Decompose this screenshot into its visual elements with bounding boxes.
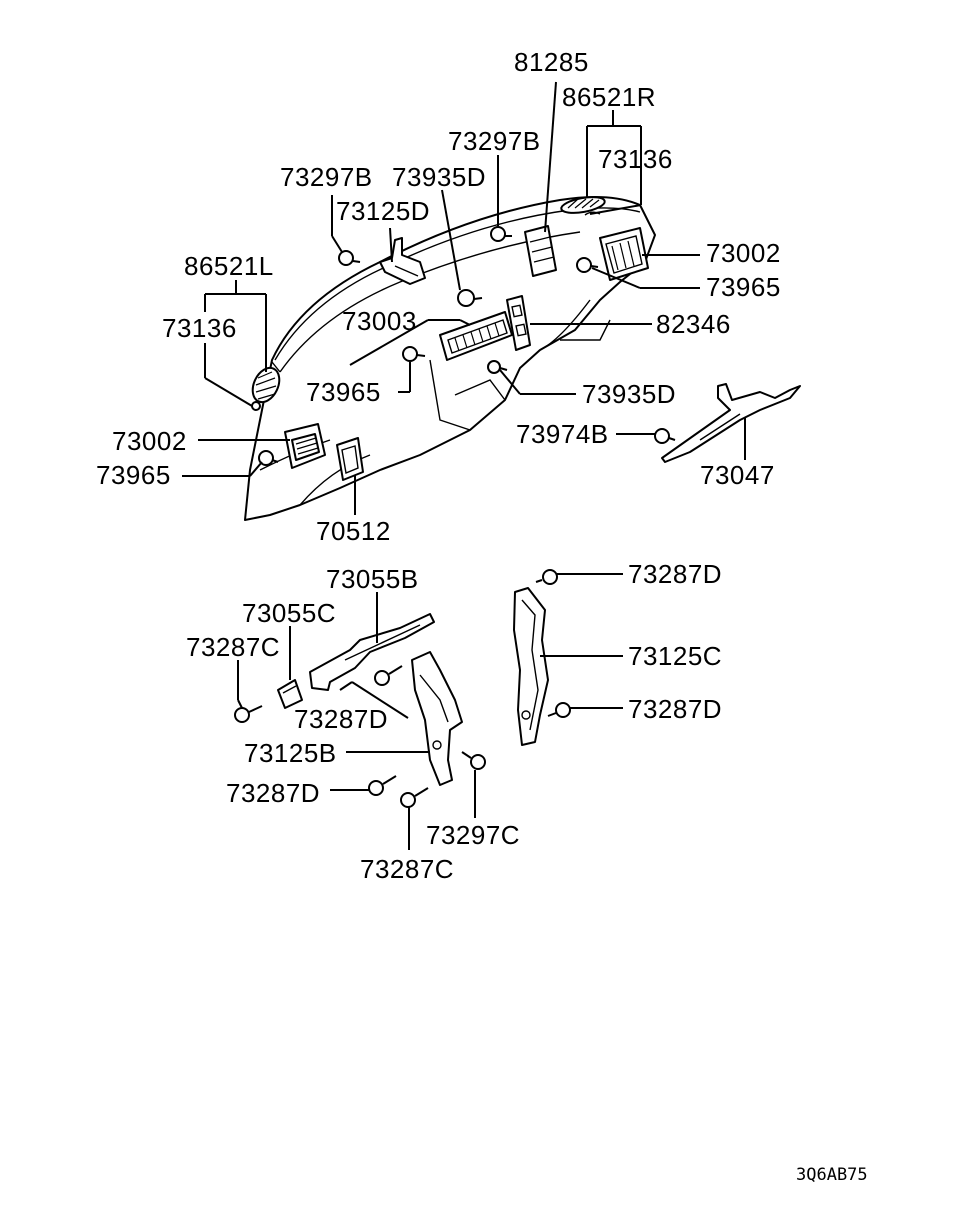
label-73287C-b: 73287C: [360, 854, 454, 884]
label-73125C: 73125C: [628, 641, 722, 671]
label-73136-right: 73136: [598, 144, 673, 174]
bolt-73287D-a-part: [535, 569, 558, 585]
bracket-73055C-part: [277, 679, 303, 709]
right-vent-part: [599, 227, 649, 281]
label-73965-mid: 73965: [306, 377, 381, 407]
label-73287D-a: 73287D: [628, 559, 722, 589]
label-73965-left: 73965: [96, 460, 171, 490]
clip-73297B-left-part: [338, 250, 361, 266]
label-86521L: 86521L: [184, 251, 274, 281]
part-labels: 81285 86521R 73297B 73136 73297B 73935D …: [96, 47, 868, 1185]
bolt-73287D-d-part: [368, 775, 397, 796]
bolt-73287C-b-part: [400, 787, 429, 808]
label-73974B: 73974B: [516, 419, 609, 449]
bracket-73125D-part: [379, 237, 426, 285]
label-73136-left: 73136: [162, 313, 237, 343]
label-73125D: 73125D: [336, 196, 430, 226]
label-73935D-right: 73935D: [582, 379, 676, 409]
label-73297B-top: 73297B: [448, 126, 541, 156]
top-grille-part: [560, 196, 606, 216]
bracket-73125B-part: [411, 651, 463, 786]
left-side-vent-part: [251, 366, 281, 411]
label-73965-right: 73965: [706, 272, 781, 302]
clip-73935D-top-part: [457, 289, 483, 307]
label-73002-right: 73002: [706, 238, 781, 268]
label-73935D-top: 73935D: [392, 162, 486, 192]
label-73297C: 73297C: [426, 820, 520, 850]
label-73002-left: 73002: [112, 426, 187, 456]
label-73287C-a: 73287C: [186, 632, 280, 662]
bracket-73055B-part: [309, 613, 435, 691]
bracket-73125C-part: [513, 587, 549, 746]
label-73297B-left: 73297B: [280, 162, 373, 192]
bolt-73297C-part: [461, 751, 486, 770]
bolt-73287D-c-part: [547, 702, 571, 718]
label-73055C: 73055C: [242, 598, 336, 628]
panel-70512-part: [336, 437, 364, 481]
defroster-81285-part: [524, 225, 557, 277]
left-clip-part: [258, 450, 279, 466]
diagram-code: 3Q6AB75: [796, 1165, 868, 1185]
leader-lines: [182, 81, 746, 850]
clip-73974B-part: [654, 428, 676, 444]
label-70512: 70512: [316, 516, 391, 546]
label-73003: 73003: [342, 306, 417, 336]
label-82346: 82346: [656, 309, 731, 339]
label-81285: 81285: [514, 47, 589, 77]
label-73287D-c: 73287D: [628, 694, 722, 724]
label-73287D-d: 73287D: [226, 778, 320, 808]
label-73287D-b: 73287D: [294, 704, 388, 734]
left-vent-part: [284, 423, 326, 469]
clip-73965-right-part: [576, 257, 599, 273]
centre-vent-part: [439, 311, 513, 361]
bracket-73047-part: [661, 383, 801, 463]
label-73125B: 73125B: [244, 738, 337, 768]
bolt-73287C-a-part: [234, 705, 263, 723]
label-86521R: 86521R: [562, 82, 656, 112]
bracket-82346-part: [506, 295, 531, 351]
bolt-73287D-b-part: [374, 665, 403, 686]
clip-73935D-right-part: [487, 360, 508, 374]
clip-73965-mid-part: [402, 346, 426, 362]
label-73047: 73047: [700, 460, 775, 490]
clip-73297B-top-part: [490, 226, 512, 242]
label-73055B: 73055B: [326, 564, 419, 594]
